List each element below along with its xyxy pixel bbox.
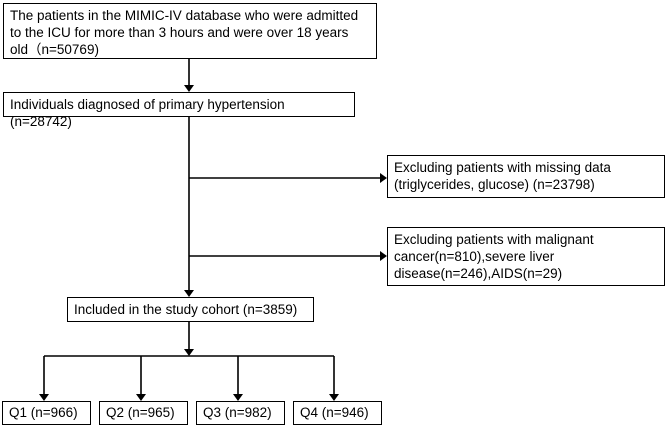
primary-hypertension-box: Individuals diagnosed of primary hyperte… (3, 92, 355, 129)
quartile-q3-box: Q3 (n=982) (196, 401, 285, 425)
arrowhead-q2 (136, 394, 146, 401)
arrowhead-q1 (39, 394, 49, 401)
study-cohort-box: Included in the study cohort (n=3859) (67, 297, 314, 322)
arrowhead-primary (184, 85, 194, 92)
arrowhead-exclusion1 (380, 173, 387, 183)
quartile-q4-box: Q4 (n=946) (293, 401, 382, 425)
quartile-q2-box: Q2 (n=965) (99, 401, 188, 425)
arrowhead-cohort (184, 290, 194, 297)
arrowhead-q4 (329, 394, 339, 401)
exclusion-comorbidity-box: Excluding patients with malignant cancer… (387, 227, 665, 286)
exclusion-missing-data-box: Excluding patients with missing data (tr… (387, 155, 665, 198)
quartile-q1-box: Q1 (n=966) (2, 401, 91, 425)
initial-population-box: The patients in the MIMIC-IV database wh… (3, 3, 377, 59)
arrowhead-exclusion2 (380, 251, 387, 261)
arrowhead-split (184, 349, 194, 356)
arrowhead-q3 (233, 394, 243, 401)
